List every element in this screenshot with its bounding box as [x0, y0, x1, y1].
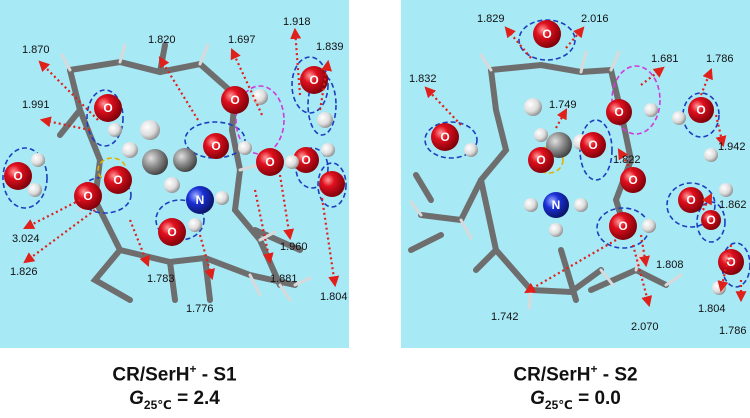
- distance-label: 1.832: [409, 73, 437, 85]
- svg-text:O: O: [167, 225, 176, 239]
- svg-text:O: O: [542, 27, 551, 41]
- svg-text:N: N: [196, 193, 205, 207]
- distance-label: 1.862: [719, 199, 747, 211]
- caption-energy-s2: G25℃ = 0.0: [530, 388, 621, 412]
- distance-label: 1.870: [22, 44, 50, 56]
- svg-text:O: O: [726, 255, 735, 269]
- distance-label: 1.804: [320, 291, 348, 303]
- structure-panel-s2: O O O O O O O O O O O N 1.829 2.016 1.83…: [401, 0, 750, 348]
- distance-label: 2.016: [581, 13, 609, 25]
- distance-label: 1.808: [656, 259, 684, 271]
- distance-label: 1.881: [270, 273, 298, 285]
- highlight-ellipses: [2, 56, 347, 241]
- svg-text:O: O: [301, 153, 310, 167]
- distance-label: 1.839: [316, 41, 344, 53]
- svg-text:O: O: [83, 189, 92, 203]
- svg-text:O: O: [440, 130, 449, 144]
- distance-label: 1.991: [22, 99, 50, 111]
- caption-title-s2: CR/SerH+ - S2: [513, 362, 638, 386]
- structure-panel-s1: O O O O O O O O O O N 1.870 1.991 1.820 …: [0, 0, 349, 348]
- distance-label: 1.742: [491, 311, 519, 323]
- svg-text:O: O: [536, 153, 545, 167]
- caption-energy-s1: G25℃ = 2.4: [129, 388, 220, 412]
- distance-label: 1.749: [549, 99, 577, 111]
- distance-label: 1.942: [718, 141, 746, 153]
- distance-label: 1.960: [280, 241, 308, 253]
- distance-label: 2.070: [631, 321, 659, 333]
- distance-label: 1.786: [719, 325, 747, 337]
- svg-text:O: O: [113, 173, 122, 187]
- h-bonds: [60, 43, 312, 302]
- atom-labels-s1: O O O O O O O O O O N: [13, 73, 318, 239]
- svg-text:O: O: [103, 101, 112, 115]
- svg-text:O: O: [628, 173, 637, 187]
- distance-label: 1.829: [477, 13, 505, 25]
- svg-text:O: O: [265, 155, 274, 169]
- distance-label: 1.804: [698, 303, 726, 315]
- atom-labels-s2: O O O O O O O O O O O N: [440, 27, 735, 269]
- svg-text:O: O: [696, 103, 705, 117]
- distance-labels-s1: 1.870 1.991 1.820 1.697 1.918 1.839 3.02…: [10, 16, 348, 315]
- atoms-s1: [4, 66, 345, 246]
- svg-text:O: O: [706, 213, 715, 227]
- distance-label: 3.024: [12, 233, 40, 245]
- distance-label: 1.786: [706, 53, 734, 65]
- caption-title-s1: CR/SerH+ - S1: [112, 362, 237, 386]
- distance-label: 1.697: [228, 34, 256, 46]
- distance-label: 1.918: [283, 16, 311, 28]
- hbond-arrows-s1: [23, 27, 340, 288]
- distance-label: 1.826: [10, 266, 38, 278]
- atoms-s2: [431, 20, 744, 295]
- svg-text:O: O: [211, 139, 220, 153]
- distance-label: 1.822: [613, 154, 641, 166]
- distance-labels-s2: 1.829 2.016 1.832 1.749 1.681 1.786 1.94…: [409, 13, 747, 337]
- distance-label: 1.681: [651, 53, 679, 65]
- distance-label: 1.783: [147, 273, 175, 285]
- svg-text:O: O: [13, 169, 22, 183]
- molecule-s2: O O O O O O O O O O O N 1.829 2.016 1.83…: [408, 13, 750, 337]
- svg-text:N: N: [552, 198, 561, 212]
- svg-text:O: O: [309, 73, 318, 87]
- svg-text:O: O: [588, 138, 597, 152]
- hbond-arrows-s2: [424, 26, 747, 308]
- distance-label: 1.776: [186, 303, 214, 315]
- distance-label: 1.820: [148, 34, 176, 46]
- svg-text:O: O: [686, 193, 695, 207]
- svg-text:O: O: [230, 93, 239, 107]
- svg-text:O: O: [618, 219, 627, 233]
- svg-text:O: O: [614, 105, 623, 119]
- molecule-s1: O O O O O O O O O O N 1.870 1.991 1.820 …: [2, 16, 348, 315]
